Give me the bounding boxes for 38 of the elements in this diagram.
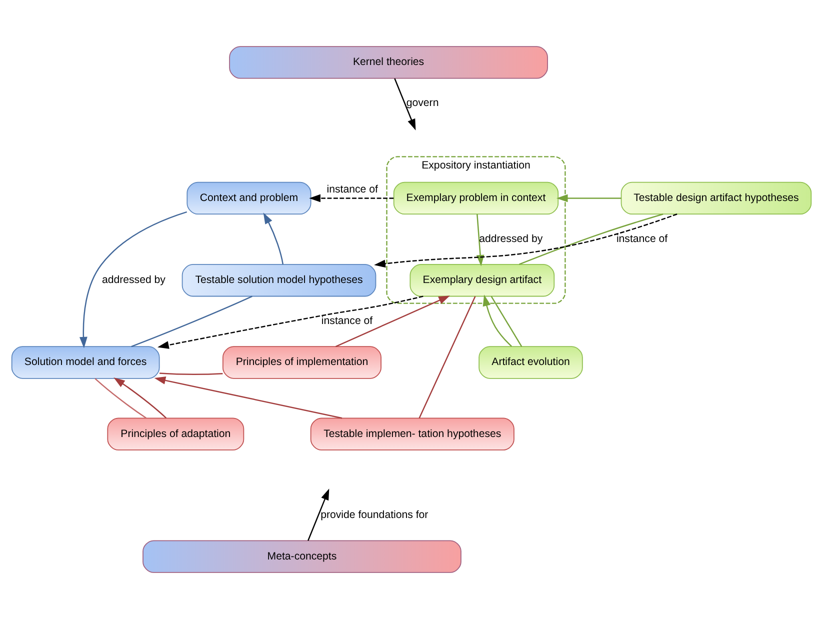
node-box: Kernel theories — [229, 46, 548, 79]
connector — [94, 378, 146, 419]
node-box: Solution model and forces — [11, 346, 160, 379]
arrow — [335, 296, 450, 348]
connector — [490, 296, 522, 347]
connector — [418, 296, 476, 418]
arrow — [308, 488, 330, 541]
node-box: Exemplary problem in context — [393, 182, 559, 215]
arrow — [114, 377, 167, 418]
node-box: Principles of adaptation — [107, 418, 244, 450]
arrow — [263, 212, 284, 265]
node-box: Testable solution model hypotheses — [182, 264, 376, 297]
arrow — [309, 194, 394, 202]
node-box: Testable implemen- tation hypotheses — [310, 418, 514, 450]
node-box: Context and problem — [186, 182, 312, 215]
arrow — [482, 294, 512, 347]
edge-label: instance of — [321, 315, 373, 328]
connector — [131, 296, 252, 348]
edge-label: addressed by — [479, 233, 543, 246]
arrow — [374, 214, 678, 268]
arrow — [394, 78, 416, 130]
edge-label: provide foundations for — [320, 509, 428, 522]
edge-label: instance of — [326, 184, 378, 196]
arrow — [80, 211, 188, 348]
edge-label: instance of — [616, 233, 668, 246]
connector — [160, 372, 223, 376]
node-box: Meta-concepts — [142, 540, 462, 573]
node-box: Exemplary design artifact — [410, 264, 555, 297]
edge-label: addressed by — [102, 274, 166, 286]
arrow — [556, 194, 622, 202]
edge-label: govern — [406, 97, 439, 110]
arrow — [154, 376, 342, 419]
connector — [519, 214, 664, 265]
node-box: Principles of implementation — [222, 346, 382, 379]
arrow — [158, 296, 424, 349]
node-box: Artifact evolution — [478, 346, 583, 379]
node-box: Testable design artifact hypotheses — [620, 182, 812, 215]
arrow — [476, 214, 484, 266]
